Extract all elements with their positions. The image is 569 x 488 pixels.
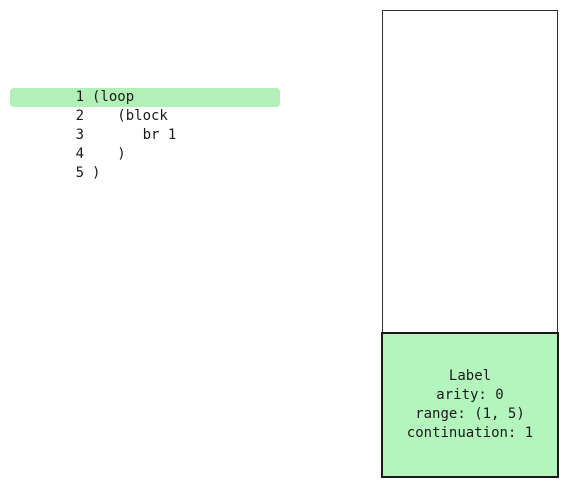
line-number: 5 — [75, 165, 84, 181]
code-line-5[interactable]: 5 ) — [10, 164, 280, 183]
line-number: 1 — [75, 89, 84, 105]
line-number: 2 — [75, 108, 84, 124]
line-text: br 1 — [92, 127, 177, 143]
code-listing: 1 (loop 2 (block 3 br 1 4 ) 5 ) — [10, 88, 280, 183]
line-number: 4 — [75, 146, 84, 162]
frame-kind: Label — [448, 368, 492, 384]
line-text: ) — [92, 146, 126, 162]
code-line-1[interactable]: 1 (loop — [10, 88, 280, 107]
line-text: (block — [92, 108, 168, 124]
line-text: (loop — [92, 89, 135, 105]
frame-arity: arity: 0 — [436, 387, 504, 403]
code-line-3[interactable]: 3 br 1 — [10, 126, 280, 145]
line-number: 3 — [75, 127, 84, 143]
frame-range: range: (1, 5) — [415, 406, 525, 422]
line-text: ) — [92, 165, 101, 181]
label-stack-frame[interactable]: Label arity: 0 range: (1, 5) continuatio… — [381, 332, 559, 478]
code-line-4[interactable]: 4 ) — [10, 145, 280, 164]
code-line-2[interactable]: 2 (block — [10, 107, 280, 126]
frame-continuation: continuation: 1 — [406, 425, 534, 441]
